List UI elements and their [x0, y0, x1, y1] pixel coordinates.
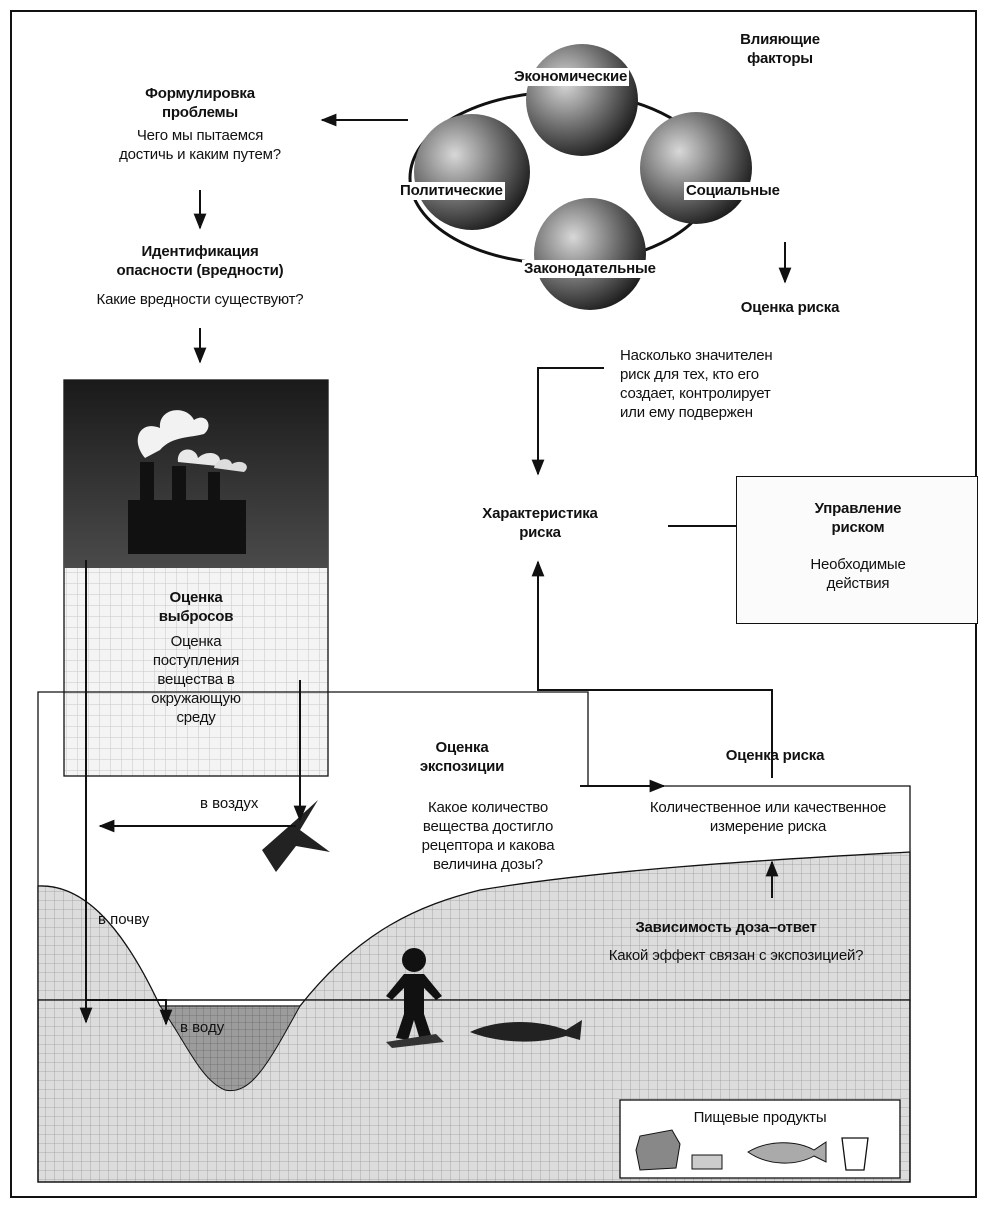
- pathway-air: в воздух: [200, 795, 259, 812]
- hazard-title: Идентификация опасности (вредности): [116, 243, 284, 279]
- pathway-water: в воду: [180, 1019, 225, 1036]
- flow-arrows: [79, 113, 792, 1026]
- food-box: [619, 1099, 901, 1179]
- emissions-text: Оценка поступления вещества в окружающую…: [151, 633, 241, 726]
- factor-social: Социальные: [684, 182, 782, 200]
- hazard-question: Какие вредности существуют?: [96, 291, 304, 308]
- risk-mgmt-box: Управление риском Необходимые действия: [736, 476, 978, 624]
- problem-title: Формулировка проблемы: [145, 85, 255, 121]
- risk-eval-bottom-text: Количественное или качественное измерени…: [649, 799, 887, 835]
- dose-response-question: Какой эффект связан с экспозицией?: [608, 947, 864, 964]
- exposure-title: Оценка экспозиции: [419, 739, 505, 775]
- pathway-soil: в почву: [98, 911, 150, 928]
- bird-icon: [262, 800, 330, 872]
- risk-eval-top-question: Насколько значителен риск для тех, кто е…: [620, 347, 773, 421]
- risk-char-title: Характеристика риска: [482, 505, 598, 541]
- exposure-question: Какое количество вещества достигло рецеп…: [421, 799, 555, 873]
- fish-icon: [470, 1020, 582, 1042]
- problem-question: Чего мы пытаемся достичь и каким путем?: [119, 127, 281, 163]
- risk-eval-top-title: Оценка риска: [740, 299, 840, 316]
- factory-icon: [128, 410, 247, 554]
- risk-mgmt-title: Управление риском: [814, 500, 902, 536]
- factor-legislative: Законодательные: [522, 260, 658, 278]
- risk-eval-bottom-title: Оценка риска: [725, 747, 825, 764]
- factor-economic: Экономические: [512, 68, 630, 86]
- food-title: Пищевые продукты: [693, 1109, 827, 1126]
- person-icon: [386, 948, 444, 1048]
- factors-title: Влияющие факторы: [740, 31, 820, 67]
- emissions-title: Оценка выбросов: [158, 589, 234, 625]
- dose-response-title: Зависимость доза–ответ: [635, 919, 817, 936]
- risk-mgmt-text: Необходимые действия: [810, 556, 906, 592]
- factor-political: Политические: [398, 182, 505, 200]
